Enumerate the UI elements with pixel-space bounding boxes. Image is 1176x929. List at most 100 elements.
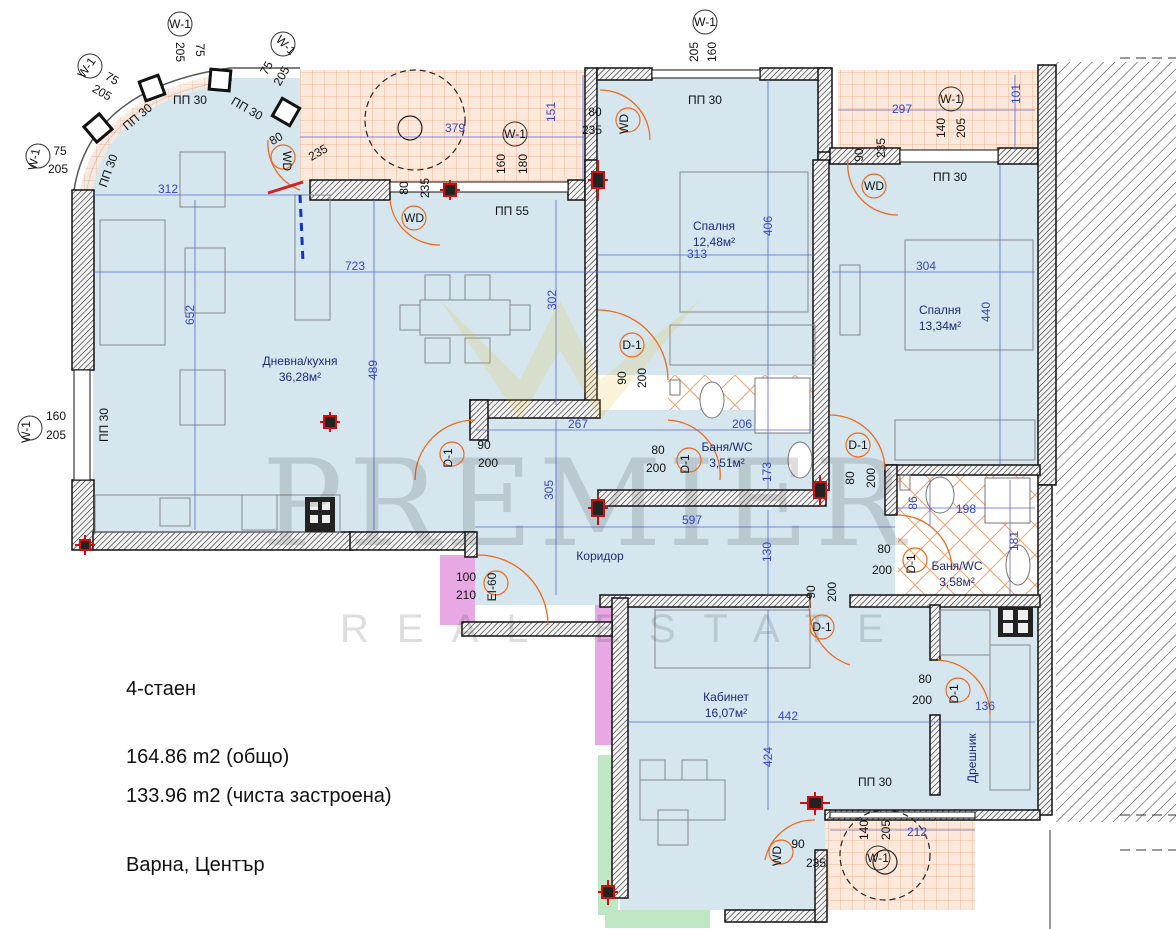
dim: 151 xyxy=(544,102,558,122)
door-tag: D-1 xyxy=(812,620,832,634)
door-size: 80 xyxy=(918,672,932,686)
window-size: 205 xyxy=(687,42,701,62)
door-tag: WD xyxy=(404,211,424,225)
dim: 424 xyxy=(761,747,775,767)
walls xyxy=(71,64,1057,923)
watermark-sub: REAL ESTATE xyxy=(340,607,912,651)
dim: 442 xyxy=(778,709,798,723)
room-area-living: 36,28м² xyxy=(279,370,321,384)
sill-label: ПП 30 xyxy=(97,408,111,442)
watermark-logo: PREMIER REAL ESTATE xyxy=(262,300,912,651)
door-size: 235 xyxy=(418,178,432,198)
dim: 302 xyxy=(545,290,559,310)
closet-floor xyxy=(938,605,1038,810)
door-tag: EI-60 xyxy=(485,572,499,601)
door-size-labels: 90 200 90 200 80 200 80 200 80 200 90 20… xyxy=(267,105,933,870)
dim: 379 xyxy=(445,121,465,135)
door-size: 80 xyxy=(588,105,602,119)
room-area-bath2: 3,58м² xyxy=(939,575,975,589)
dim: 406 xyxy=(761,216,775,236)
door-size: 80 xyxy=(397,181,411,195)
terrace-bottom-floor xyxy=(825,810,975,910)
dim: 198 xyxy=(956,502,976,516)
dimension-values: 379 151 312 723 652 489 302 313 406 304 … xyxy=(158,84,1023,839)
wheelchair-icon xyxy=(364,69,931,901)
window-size: 160 xyxy=(705,42,719,62)
dim: 206 xyxy=(732,417,752,431)
door-tag: D-1 xyxy=(441,448,455,468)
stair-pink-2 xyxy=(595,605,613,745)
room-name-bath1: Баня/WC xyxy=(702,440,753,454)
sill-label: ПП 55 xyxy=(495,204,529,218)
green-strip-2 xyxy=(605,910,710,928)
window-size: 180 xyxy=(516,154,530,174)
window-size: 75 xyxy=(53,144,67,158)
door-tag: WD xyxy=(617,114,631,134)
dim: 181 xyxy=(1007,531,1021,551)
door-tag: D-1 xyxy=(904,554,918,574)
door-size: 200 xyxy=(635,368,649,388)
listing-rooms-type: 4-стаен xyxy=(126,678,197,700)
door-tag: D-1 xyxy=(848,438,868,452)
room-name-study: Кабинет xyxy=(703,690,749,704)
door-size: 235 xyxy=(874,138,888,158)
door-size: 80 xyxy=(267,129,286,148)
door-size: 80 xyxy=(651,443,665,457)
door-tag: WD xyxy=(280,151,294,171)
window-size: 140 xyxy=(857,820,871,840)
listing-location: Варна, Център xyxy=(126,854,265,876)
stair-pink xyxy=(440,555,475,625)
cut-lines xyxy=(1049,57,1176,929)
window-size: 160 xyxy=(494,154,508,174)
window-size: 160 xyxy=(46,409,66,423)
room-labels: Дневна/кухня 36,28м² Спалня 12,48м² Спал… xyxy=(263,219,983,783)
bath-fixtures xyxy=(669,377,1031,586)
room-area-bath1: 3,51м² xyxy=(709,456,745,470)
window-tag: W-1 xyxy=(694,15,716,29)
dim: 652 xyxy=(183,305,197,325)
door-tag: D-1 xyxy=(622,338,642,352)
window-tag: W-1 xyxy=(867,851,889,865)
room-name-bed2: Спалня xyxy=(919,303,961,317)
dim: 136 xyxy=(975,699,995,713)
door-tag: WD xyxy=(864,179,884,193)
room-name-bed1: Спалня xyxy=(693,219,735,233)
door-size: 90 xyxy=(477,438,491,452)
door-size: 210 xyxy=(456,588,476,602)
dim: 305 xyxy=(542,480,556,500)
window-tag: W-1 xyxy=(169,17,191,31)
door-size: 200 xyxy=(912,693,932,707)
dim: 312 xyxy=(158,182,178,196)
window-lines xyxy=(73,69,999,819)
dimension-lines xyxy=(93,75,1035,831)
door-size: 200 xyxy=(646,461,666,475)
terrace-top-floor xyxy=(300,70,588,182)
window-tag: W-1 xyxy=(940,92,962,106)
dim: 297 xyxy=(892,102,912,116)
door-size: 80 xyxy=(843,471,857,485)
door-size: 200 xyxy=(872,563,892,577)
dim: 173 xyxy=(760,462,774,482)
door-size: 235 xyxy=(582,123,602,137)
arc-windows xyxy=(81,67,302,145)
door-size: 90 xyxy=(804,585,818,599)
window-size-labels: 75 205 75 205 160 205 75 205 75 205 160 … xyxy=(46,42,968,840)
door-size: 200 xyxy=(478,456,498,470)
window-size: 205 xyxy=(954,118,968,138)
window-tag: W-1 xyxy=(25,147,43,171)
door-tag-labels: D-1 D-1 D-1 D-1 D-1 D-1 D-1 EI-60 WD WD … xyxy=(280,114,961,866)
study-floor xyxy=(620,605,938,810)
door-tag: D-1 xyxy=(947,684,961,704)
dim: 130 xyxy=(760,542,774,562)
window-size: 205 xyxy=(879,820,893,840)
dim: 723 xyxy=(345,259,365,273)
listing-area-net: 133.96 m2 (чиста застроена) xyxy=(126,785,392,807)
sill-label: ПП 30 xyxy=(173,93,207,107)
column-markers xyxy=(75,160,830,905)
door-tag-circles xyxy=(270,107,971,865)
room-name-closet: Дрешник xyxy=(965,733,979,783)
sill-label: ПП 30 xyxy=(933,170,967,184)
dim: 597 xyxy=(682,513,702,527)
room-area-bed1: 12,48м² xyxy=(693,235,735,249)
study-lower-floor xyxy=(620,810,825,910)
